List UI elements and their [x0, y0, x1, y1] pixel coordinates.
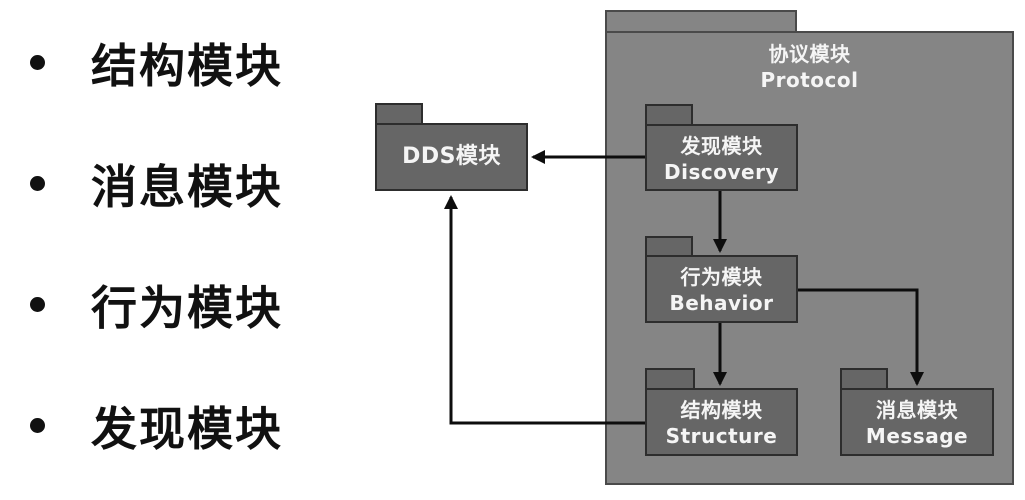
protocol-title-zh: 协议模块: [768, 42, 851, 66]
message-package: 消息模块 Message: [840, 388, 994, 456]
structure-label-zh: 结构模块: [680, 398, 763, 422]
discovery-label-en: Discovery: [664, 160, 779, 184]
bullet-icon: [30, 176, 45, 191]
message-label-zh: 消息模块: [876, 398, 958, 422]
behavior-label-zh: 行为模块: [680, 265, 763, 289]
list-item: 结构模块: [30, 39, 283, 93]
message-label-en: Message: [865, 424, 969, 448]
discovery-label-zh: 发现模块: [680, 134, 763, 158]
bullet-icon: [30, 297, 45, 312]
bullet-icon: [30, 418, 45, 433]
dds-package-tab: [375, 103, 423, 125]
message-package-tab: [840, 368, 888, 390]
bullet-label: 结构模块: [91, 38, 283, 93]
discovery-package: 发现模块 Discovery: [645, 124, 798, 191]
discovery-package-label: 发现模块 Discovery: [647, 133, 796, 185]
module-bullet-list: 结构模块 消息模块 行为模块 发现模块: [30, 39, 283, 500]
protocol-title-en: Protocol: [760, 68, 859, 92]
behavior-package-tab: [645, 236, 693, 257]
structure-label-en: Structure: [665, 424, 778, 448]
bullet-icon: [30, 55, 45, 70]
bullet-label: 发现模块: [91, 401, 283, 456]
protocol-package-title: 协议模块 Protocol: [607, 41, 1012, 93]
dds-package: DDS模块: [375, 123, 528, 191]
list-item: 行为模块: [30, 281, 283, 335]
behavior-package: 行为模块 Behavior: [645, 255, 798, 323]
discovery-package-tab: [645, 104, 693, 126]
bullet-label: 行为模块: [91, 280, 283, 335]
list-item: 发现模块: [30, 402, 283, 456]
structure-package-label: 结构模块 Structure: [647, 397, 796, 449]
behavior-package-label: 行为模块 Behavior: [647, 264, 796, 316]
structure-package-tab: [645, 368, 695, 390]
dds-package-label: DDS模块: [402, 144, 501, 169]
structure-package: 结构模块 Structure: [645, 388, 798, 456]
bullet-label: 消息模块: [91, 159, 283, 214]
list-item: 消息模块: [30, 160, 283, 214]
behavior-label-en: Behavior: [669, 291, 774, 315]
protocol-package-tab: [605, 10, 797, 33]
message-package-label: 消息模块 Message: [842, 397, 992, 449]
